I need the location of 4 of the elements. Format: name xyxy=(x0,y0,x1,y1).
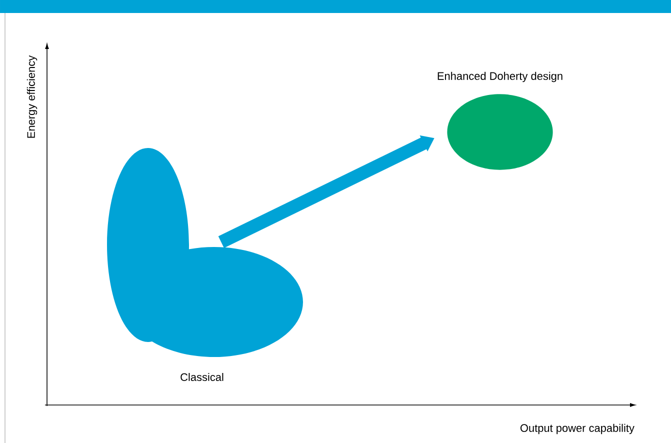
axis-label: Energy efficiency xyxy=(26,55,38,138)
axis-label: Output power capability xyxy=(520,424,634,434)
shape-label: Enhanced Doherty design xyxy=(438,72,562,82)
shape-label: Classical xyxy=(180,372,224,382)
